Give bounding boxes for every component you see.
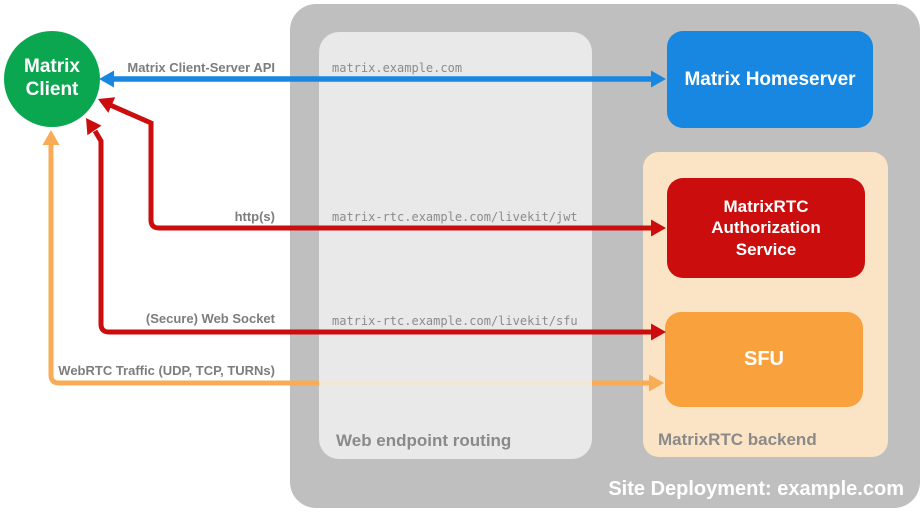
matrixrtc-backend-title: MatrixRTC backend — [658, 430, 817, 449]
site-deployment-title: Site Deployment: example.com — [608, 478, 904, 500]
matrixrtc-authorization-service-node: MatrixRTC Authorization Service — [667, 178, 865, 278]
matrix-homeserver-label: Matrix Homeserver — [684, 68, 856, 90]
sfu-node: SFU — [665, 312, 863, 407]
web-endpoint-routing-container: matrix.example.com matrix-rtc.example.co… — [319, 32, 592, 459]
matrix-client-label: Matrix Client — [24, 56, 80, 100]
matrix-homeserver-node: Matrix Homeserver — [667, 31, 873, 128]
webrtc-arrowhead-client — [42, 130, 60, 145]
https-arrowhead-client — [98, 97, 116, 113]
matrixrtc-backend-container: MatrixRTC Authorization Service SFU Matr… — [643, 152, 888, 457]
endpoint-url-matrix: matrix.example.com — [332, 61, 463, 75]
arrow-label-https: http(s) — [234, 209, 275, 224]
matrixrtc-authorization-service-label: MatrixRTC Authorization Service — [711, 197, 821, 259]
endpoint-url-livekit-sfu: matrix-rtc.example.com/livekit/sfu — [332, 314, 578, 328]
endpoint-url-livekit-jwt: matrix-rtc.example.com/livekit/jwt — [332, 210, 578, 224]
websocket-arrowhead-client — [86, 118, 102, 136]
arrow-label-webrtc: WebRTC Traffic (UDP, TCP, TURNs) — [58, 363, 275, 378]
web-endpoint-routing-title: Web endpoint routing — [336, 431, 512, 450]
sfu-label: SFU — [744, 348, 784, 370]
arrow-label-websocket: (Secure) Web Socket — [145, 311, 275, 326]
arrow-label-client-server-api: Matrix Client-Server API — [127, 60, 275, 75]
matrix-client-node: Matrix Client — [4, 31, 100, 127]
